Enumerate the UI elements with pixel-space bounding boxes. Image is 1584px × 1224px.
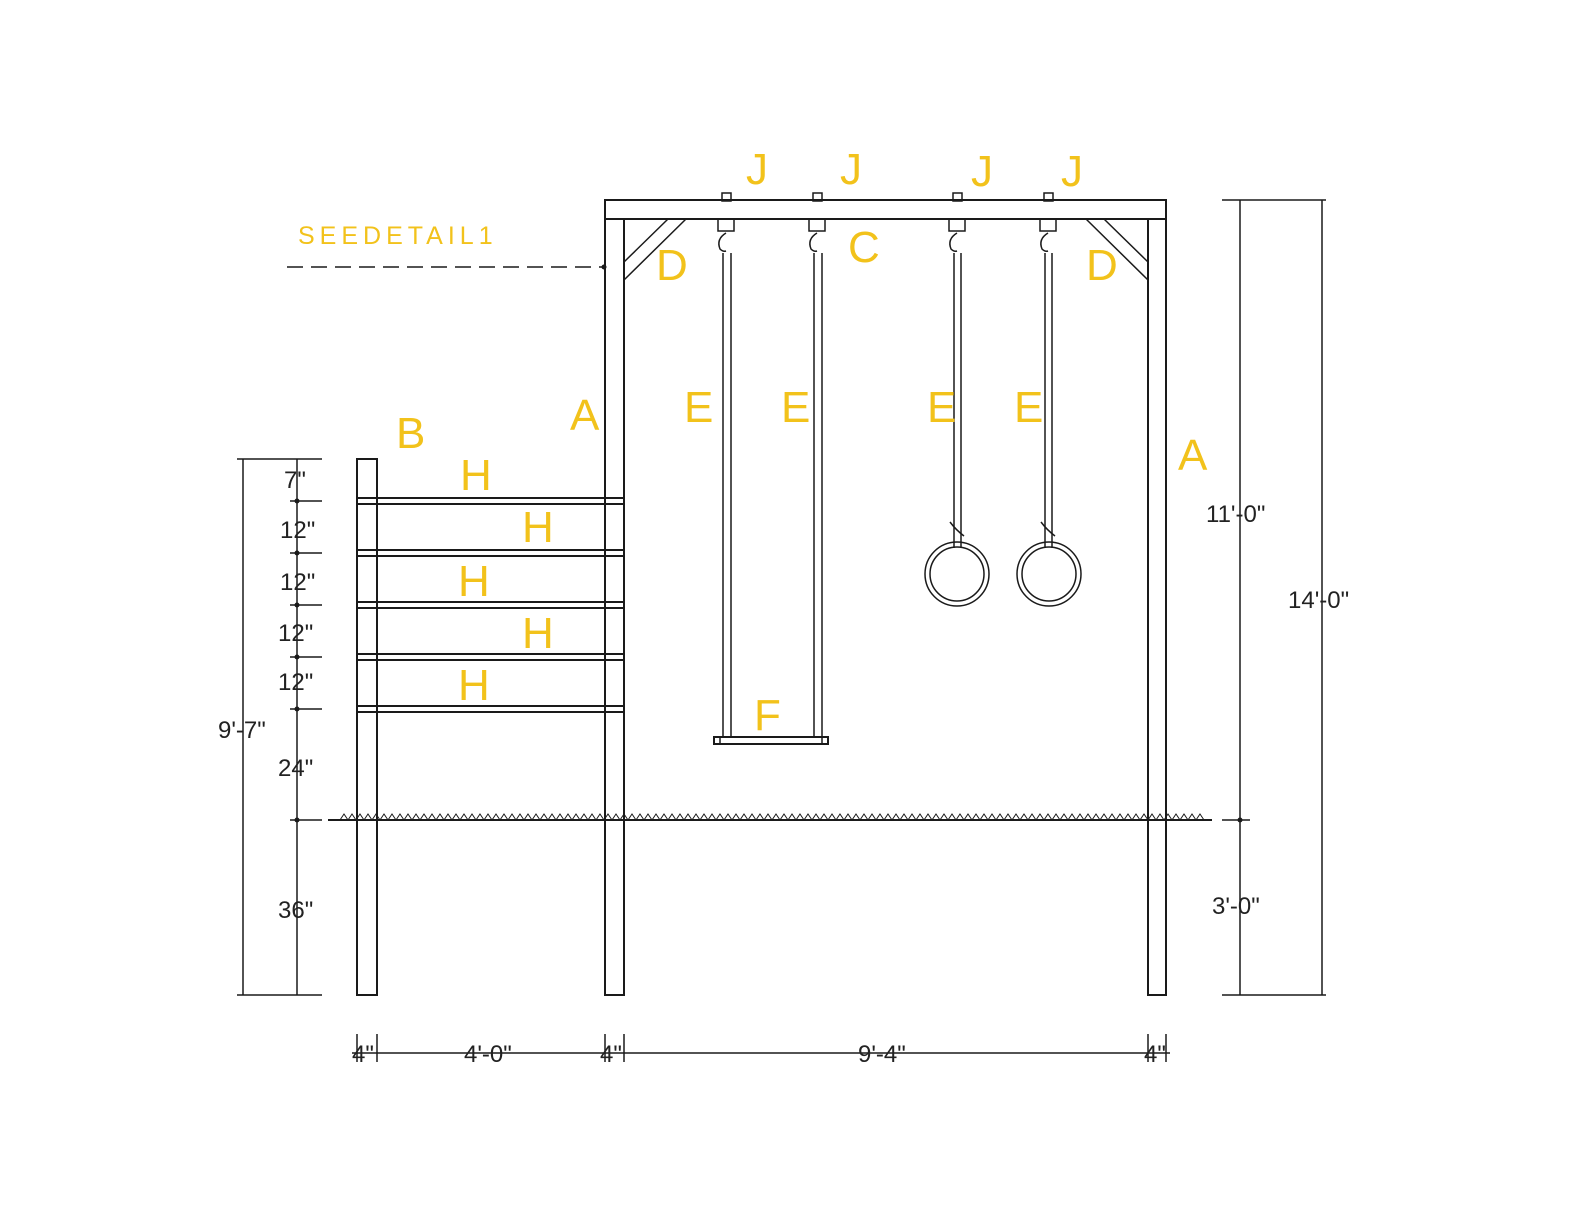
label-brace-left: D	[656, 241, 688, 290]
label-rung-5: H	[458, 661, 490, 710]
dim-ladder-total: 9'-7"	[218, 717, 266, 744]
dim-spacing-rung-3: 12"	[278, 620, 313, 647]
label-rung-1: H	[460, 451, 492, 500]
bolt-head	[952, 192, 963, 202]
rung	[357, 549, 624, 557]
structure	[287, 192, 1212, 996]
label-rung-3: H	[458, 557, 490, 606]
bolt-head	[721, 192, 732, 202]
swing-chain	[722, 253, 732, 737]
gym-ring	[924, 521, 990, 607]
bolt-nut	[1039, 218, 1057, 232]
label-post-left: A	[570, 391, 600, 440]
swing-chain	[813, 253, 823, 737]
dim-below-grade: 3'-0"	[1212, 893, 1260, 920]
bolt-head	[1043, 192, 1054, 202]
dimension-labels: 7" 12" 12" 12" 12" 24" 9'-7" 36" 11'-0" …	[218, 467, 1349, 1068]
label-post-right: A	[1178, 431, 1208, 480]
rung	[357, 653, 624, 661]
label-swing-clamp: C	[848, 223, 880, 272]
ladder-post	[356, 458, 378, 996]
gym-ring	[1016, 521, 1082, 607]
label-chain-2: E	[781, 383, 810, 432]
swing-hooks	[718, 232, 1049, 252]
label-bolt-3: J	[971, 147, 993, 196]
left-brace	[623, 218, 687, 281]
ground-line	[328, 813, 1212, 821]
swing-seat	[713, 736, 829, 745]
label-rung-2: H	[522, 503, 554, 552]
dim-above-grade: 11'-0"	[1206, 501, 1265, 528]
dim-right-post-width: 4"	[1144, 1041, 1166, 1068]
chains	[722, 253, 1053, 737]
dim-spacing-rung-1: 12"	[280, 517, 315, 544]
rung	[357, 705, 624, 713]
top-beam	[604, 199, 1167, 220]
dim-spacing-rung-4: 12"	[278, 669, 313, 696]
dim-spacing-bottom: 24"	[278, 755, 313, 782]
right-main-post	[1147, 218, 1167, 996]
dim-swing-span: 9'-4"	[858, 1041, 906, 1068]
label-bolt-4: J	[1061, 147, 1083, 196]
dim-ladder-post-width: 4"	[352, 1041, 374, 1068]
right-brace	[1085, 218, 1149, 281]
label-brace-right: D	[1086, 241, 1118, 290]
detail-leader	[287, 264, 607, 270]
ring-strap	[1044, 253, 1053, 548]
detail-callout: SEEDETAIL1	[298, 222, 498, 250]
label-bolt-2: J	[840, 145, 862, 194]
ladder-rungs	[357, 497, 624, 713]
bolt-nut	[717, 218, 735, 232]
dimension-lines	[237, 199, 1326, 1062]
bolt-nut	[808, 218, 826, 232]
dim-spacing-rung-2: 12"	[280, 569, 315, 596]
label-chain-4: E	[1014, 383, 1043, 432]
dim-ladder-below-grade: 36"	[278, 897, 313, 924]
rung	[357, 497, 624, 505]
label-ladder-post: B	[396, 409, 425, 458]
label-bolt-1: J	[746, 145, 768, 194]
dim-ladder-span: 4'-0"	[464, 1041, 512, 1068]
rung	[357, 601, 624, 609]
dim-middle-post-width: 4"	[600, 1041, 622, 1068]
bolt-head	[812, 192, 823, 202]
eye-bolts	[717, 192, 1057, 232]
ring-strap	[953, 253, 962, 548]
dim-spacing-top: 7"	[284, 467, 306, 494]
bolt-nut	[948, 218, 966, 232]
label-swing-seat: F	[754, 691, 781, 740]
label-rung-4: H	[522, 609, 554, 658]
label-chain-3: E	[927, 383, 956, 432]
dim-overall-height: 14'-0"	[1288, 587, 1349, 614]
part-labels: SEEDETAIL1 J J J J D C D A A B E E E E H…	[298, 145, 1208, 740]
label-chain-1: E	[684, 383, 713, 432]
